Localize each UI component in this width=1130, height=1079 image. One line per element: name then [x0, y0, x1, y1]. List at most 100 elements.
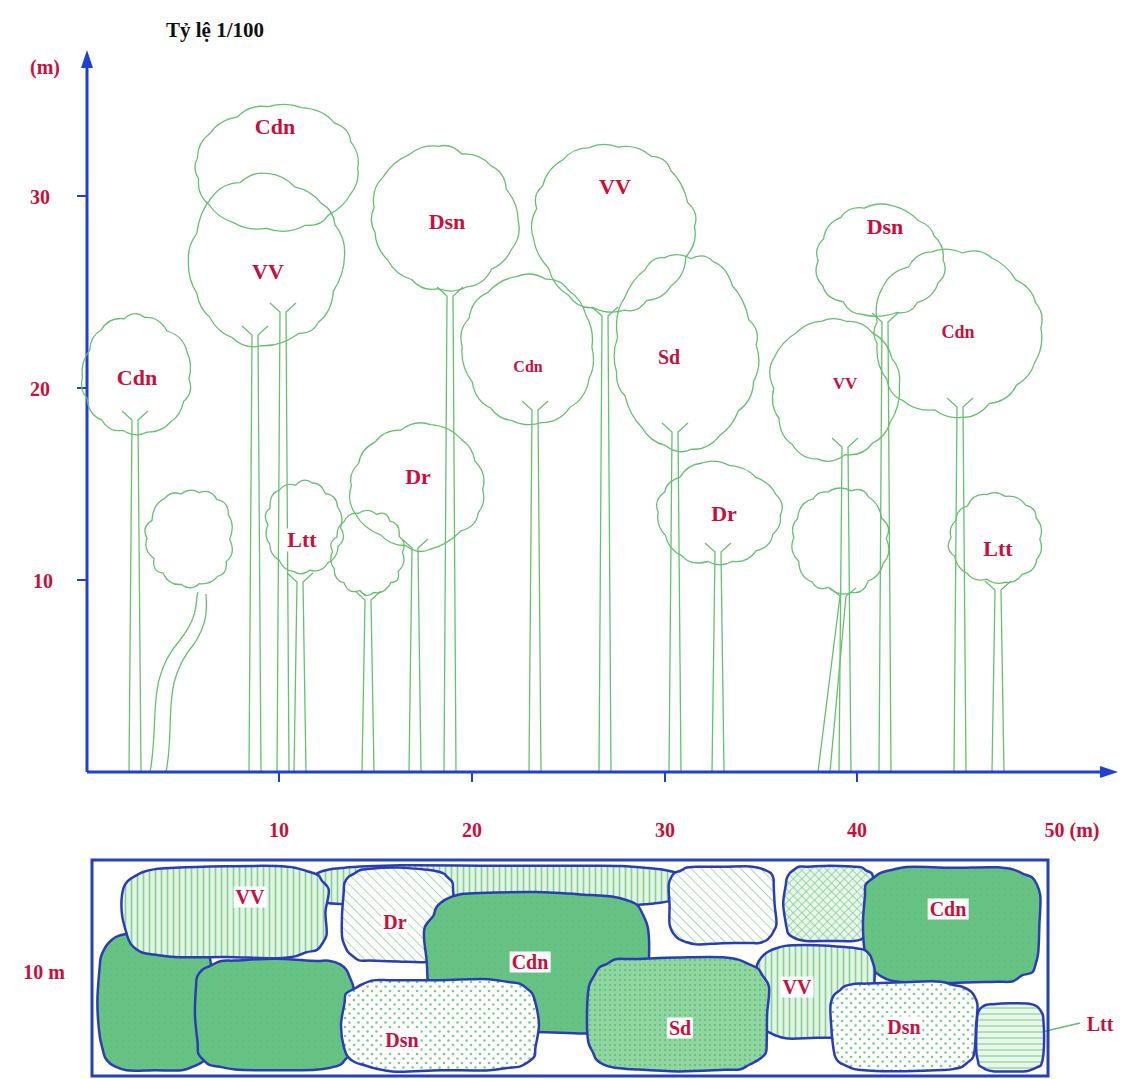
tree-trunk [242, 326, 268, 772]
projection-outline [341, 979, 539, 1072]
tree-trunk [592, 307, 618, 772]
tree-crown: Ltt [258, 474, 348, 580]
tree-crown: Sd [608, 245, 763, 455]
projection-outline [587, 957, 769, 1072]
projection-outline [972, 1000, 1048, 1075]
species-label: Sd [667, 1018, 693, 1039]
tree-crown: Dr [650, 455, 788, 572]
species-label: VV [234, 887, 267, 908]
tree-trunk [522, 401, 548, 772]
tree-trunk [985, 581, 1011, 772]
projection-outline [830, 981, 977, 1071]
crown-projection: Ltt [972, 1000, 1048, 1075]
species-label: Ltt [1085, 1014, 1116, 1035]
species-label: Cdn [510, 952, 551, 973]
tree-crown: VV [762, 308, 907, 468]
tree-crown [792, 488, 889, 594]
tree-crown [145, 490, 233, 588]
species-label: Ltt [285, 528, 318, 551]
crown-outline [614, 255, 759, 452]
species-label: Dr [403, 465, 433, 488]
crown-projection [669, 866, 777, 944]
crown-outline [258, 474, 348, 580]
crown-projection: Dsn [338, 975, 543, 1075]
crown-outline [350, 423, 485, 552]
species-label: Dr [381, 912, 408, 933]
crown-outline [265, 480, 343, 574]
dimension-label: 10 m [21, 962, 67, 983]
species-label: Dsn [383, 1030, 420, 1051]
projection-outline [118, 862, 333, 962]
tree-crown: VV [180, 168, 352, 353]
crown-outline [461, 274, 594, 425]
tree-trunk [150, 592, 206, 772]
tree-trunk [402, 539, 428, 772]
tree-crown: Cdn [73, 308, 198, 443]
species-label: Dsn [427, 210, 468, 233]
crown-projection: VV [118, 862, 333, 962]
axis-tick-label: 10 [267, 820, 291, 841]
tree-crown: VV [525, 135, 703, 320]
projection-outline [583, 953, 773, 1075]
crown-outline [195, 104, 358, 231]
projection-outline [858, 862, 1046, 987]
crown-projection: Dsn [826, 978, 982, 1075]
axis-tick-label: 20 [28, 379, 52, 400]
species-label: VV [597, 175, 633, 198]
crown-outline [657, 461, 783, 565]
crown-outline [188, 173, 344, 347]
projection-outline [338, 975, 543, 1075]
species-label: Dsn [885, 1017, 922, 1038]
crown-projection: Cdn [858, 862, 1046, 987]
crown-outline [525, 135, 703, 320]
species-label: VV [781, 977, 814, 998]
tree-trunk [818, 588, 856, 772]
tree-crown: Cdn [865, 240, 1047, 425]
crown-outline [816, 204, 945, 316]
crown-outline [608, 245, 763, 455]
tree-trunk [287, 573, 313, 772]
species-label: Cdn [939, 323, 976, 342]
axis-tick-label: 10 [31, 571, 55, 592]
tree-crown: Dr [343, 417, 493, 557]
tree-trunk [872, 313, 898, 772]
species-label: Cdn [511, 359, 544, 376]
axis-tick-label: 40 [845, 820, 869, 841]
tree-trunk [705, 543, 731, 772]
crown-projection: Sd [583, 953, 773, 1075]
tree-trunk [947, 398, 973, 772]
crown-outline [948, 493, 1041, 584]
axis-tick-label: 20 [460, 820, 484, 841]
tree-crown: Cdn [185, 98, 367, 238]
species-label: Dsn [865, 215, 906, 238]
projection-outline [122, 866, 329, 958]
tree-trunk [662, 423, 688, 772]
crown-outline [81, 314, 190, 435]
axis-tick-label: 30 [28, 187, 52, 208]
crown-outline [455, 268, 603, 430]
tree-trunk [122, 411, 148, 772]
species-label: VV [831, 375, 860, 393]
crown-outline [531, 144, 696, 312]
tree-crown: Dsn [808, 198, 950, 323]
crown-outline [770, 319, 900, 462]
species-label: Dr [709, 502, 739, 525]
tree-trunk [437, 287, 463, 772]
scale-note: Tỷ lệ 1/100 [164, 19, 266, 41]
projection-outline [863, 867, 1041, 983]
axis-tick-label: 50 (m) [1043, 820, 1102, 841]
species-label: Sd [656, 347, 682, 368]
species-label: Ltt [981, 537, 1014, 560]
projection-outline [976, 1003, 1044, 1071]
tree-crown: Cdn [455, 268, 603, 430]
species-label: VV [250, 260, 286, 283]
species-label: Cdn [928, 899, 969, 920]
crown-projection [195, 959, 357, 1071]
axis-tick-label: 30 [653, 820, 677, 841]
tree-crown: Dsn [363, 140, 525, 300]
species-label: Cdn [253, 115, 297, 138]
tree-trunk [355, 591, 381, 772]
species-label: Cdn [115, 366, 159, 389]
crown-outline [371, 146, 519, 292]
axis-unit: (m) [28, 57, 62, 78]
